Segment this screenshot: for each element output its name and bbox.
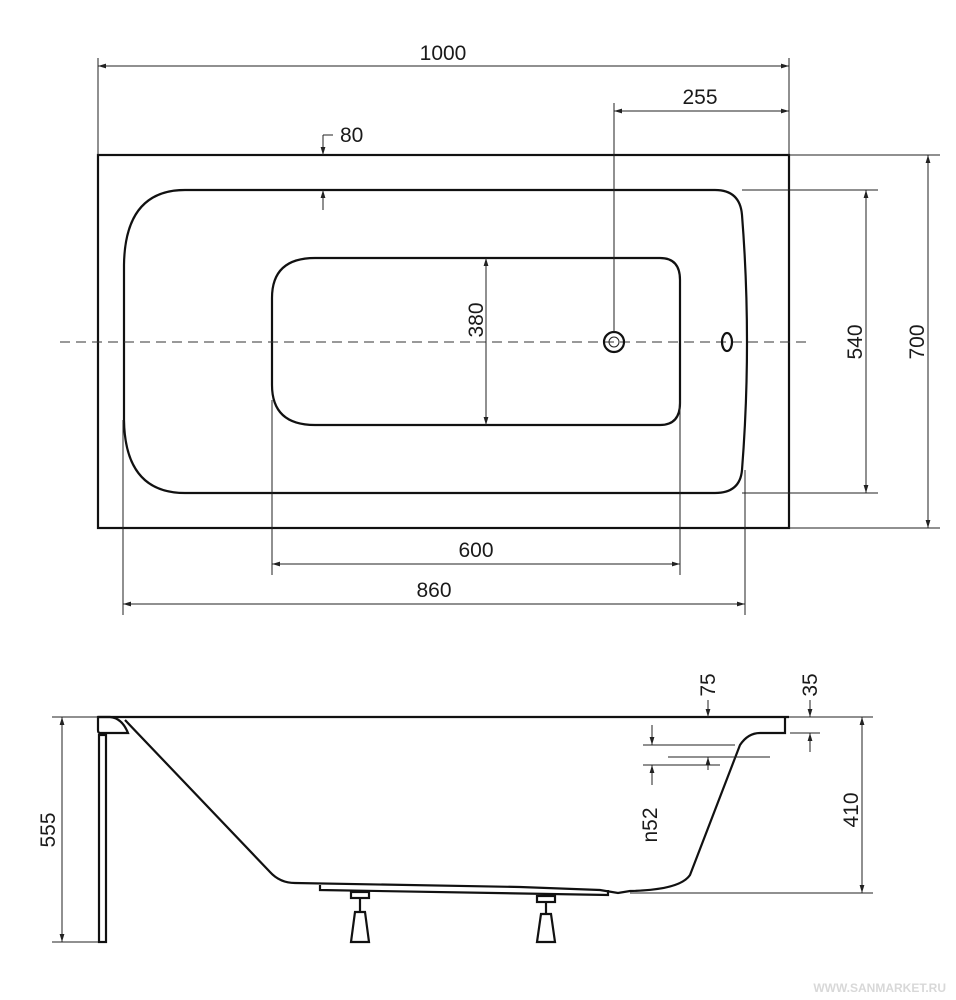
dim-outer-width: 700 <box>906 324 929 359</box>
dim-floor-width: 380 <box>465 302 488 337</box>
dim-depth: 410 <box>840 792 863 827</box>
front-panel <box>97 733 108 944</box>
leg-left <box>349 890 371 944</box>
basin-outline <box>122 188 749 495</box>
dim-rim-width: 80 <box>340 124 363 147</box>
basin-floor <box>270 256 682 427</box>
dim-total-height: 555 <box>37 812 60 847</box>
dim-rim-thickness: 35 <box>799 673 822 696</box>
dim-floor-length: 600 <box>458 539 493 562</box>
watermark: WWW.SANMARKET.RU <box>813 981 946 995</box>
side-view: 555 410 75 35 n52 <box>37 673 873 944</box>
dim-overflow-offset: 75 <box>697 673 720 696</box>
basin-profile <box>124 717 787 895</box>
top-view: 1000 255 80 380 540 700 600 860 <box>60 42 940 615</box>
dim-inner-length: 860 <box>416 579 451 602</box>
dim-overflow-diameter: n52 <box>639 807 662 842</box>
dim-length: 1000 <box>420 42 467 65</box>
leg-right <box>535 894 557 944</box>
overflow <box>720 331 734 353</box>
dim-inner-width: 540 <box>844 324 867 359</box>
dim-drain-offset: 255 <box>682 86 717 109</box>
left-ledge <box>96 715 130 735</box>
base-frame <box>318 885 610 897</box>
